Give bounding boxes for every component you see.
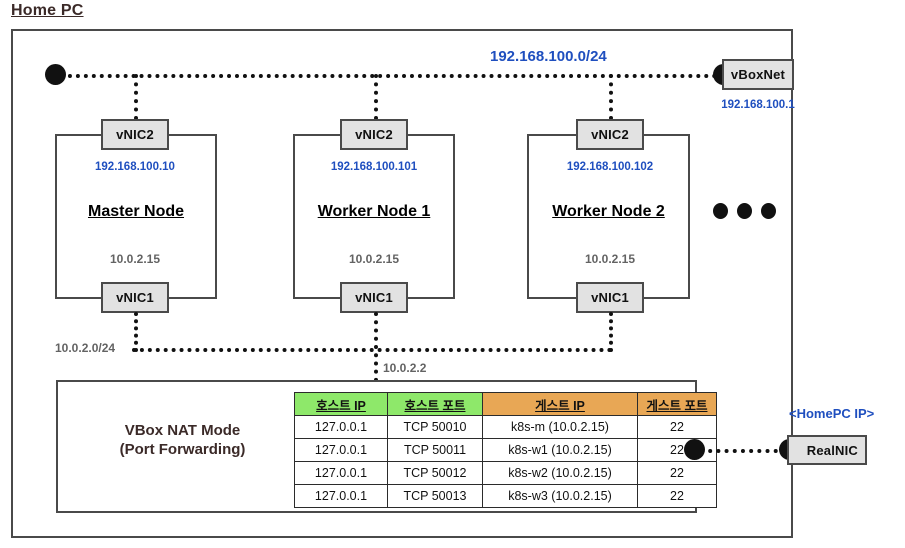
cell-host-ip: 127.0.0.1 [294,461,388,485]
node-1-nic2-drop-line [374,74,378,120]
node-1-nic1-drop-line [374,312,378,382]
node-0-nic1-ip: 10.0.2.15 [109,252,161,266]
nat-external-connector-dot [684,439,705,460]
cell-guest-ip: k8s-w1 (10.0.2.15) [482,438,638,462]
table-header-host-ip: 호스트 IP [294,392,388,416]
realnic-box[interactable]: RealNIC [787,435,867,465]
node-2-nic2[interactable]: vNIC2 [576,119,644,150]
cell-guest-port: 22 [637,484,717,508]
nat-mode-line1: VBox NAT Mode [124,422,241,439]
nat-mode-label: VBox NAT Mode (Port Forwarding) [75,421,290,459]
page-title: Home PC [11,2,84,19]
nat-bus-line [132,348,612,352]
cell-host-ip: 127.0.0.1 [294,415,388,439]
node-2-nic2-ip: 192.168.100.102 [566,161,654,173]
table-row: 127.0.0.1 TCP 50012 k8s-w2 (10.0.2.15) 2… [294,461,717,485]
cell-guest-port: 22 [637,415,717,439]
node-0-nic1[interactable]: vNIC1 [101,282,169,313]
node-0-box [55,134,217,299]
table-row: 127.0.0.1 TCP 50013 k8s-w3 (10.0.2.15) 2… [294,484,717,508]
cell-host-port: TCP 50012 [387,461,483,485]
nat-network-label: 10.0.2.0/24 [55,341,116,355]
cell-host-ip: 127.0.0.1 [294,438,388,462]
node-0-title: Master Node [87,203,185,220]
homepc-ip-label: <HomePC IP> [789,406,875,421]
table-header-guest-ip: 게스트 IP [482,392,638,416]
node-1-box [293,134,455,299]
vboxnet-ip-label: 192.168.100.1 [721,99,795,111]
table-row: 127.0.0.1 TCP 50010 k8s-m (10.0.2.15) 22 [294,415,717,439]
node-0-nic2-drop-line [134,74,138,120]
table-header-host-port: 호스트 포트 [387,392,483,416]
table-header-guest-port: 게스트 포트 [637,392,717,416]
node-2-nic2-drop-line [609,74,613,120]
hostonly-network-label: 192.168.100.0/24 [490,48,607,65]
node-0-nic2[interactable]: vNIC2 [101,119,169,150]
cell-guest-ip: k8s-w2 (10.0.2.15) [482,461,638,485]
hostonly-bus-endpoint-dot [45,64,66,85]
cell-guest-ip: k8s-m (10.0.2.15) [482,415,638,439]
node-1-nic2[interactable]: vNIC2 [340,119,408,150]
cell-host-port: TCP 50010 [387,415,483,439]
nat-gateway-ip-label: 10.0.2.2 [383,361,427,375]
node-2-nic1[interactable]: vNIC1 [576,282,644,313]
table-row: 127.0.0.1 TCP 50011 k8s-w1 (10.0.2.15) 2… [294,438,717,462]
cell-host-port: TCP 50011 [387,438,483,462]
cell-host-port: TCP 50013 [387,484,483,508]
node-0-nic1-drop-line [134,312,138,352]
node-1-nic2-ip: 192.168.100.101 [330,161,418,173]
node-1-nic1[interactable]: vNIC1 [340,282,408,313]
cell-host-ip: 127.0.0.1 [294,484,388,508]
port-forwarding-table: 호스트 IP 호스트 포트 게스트 IP 게스트 포트 127.0.0.1 TC… [294,392,717,508]
node-1-title: Worker Node 1 [317,203,431,220]
node-1-nic1-ip: 10.0.2.15 [348,252,400,266]
nat-mode-line2: (Port Forwarding) [119,441,246,458]
nat-to-realnic-line [700,449,786,453]
cell-guest-ip: k8s-w3 (10.0.2.15) [482,484,638,508]
node-0-nic2-ip: 192.168.100.10 [95,161,175,173]
hostonly-bus-line [60,74,725,78]
vboxnet-box[interactable]: vBoxNet [722,59,794,90]
node-2-box [527,134,690,299]
node-2-nic1-ip: 10.0.2.15 [584,252,636,266]
cell-guest-port: 22 [637,461,717,485]
more-nodes-ellipsis-icon [713,203,776,219]
node-2-nic1-drop-line [609,312,613,352]
table-header-row: 호스트 IP 호스트 포트 게스트 IP 게스트 포트 [294,392,717,416]
node-2-title: Worker Node 2 [552,203,665,220]
